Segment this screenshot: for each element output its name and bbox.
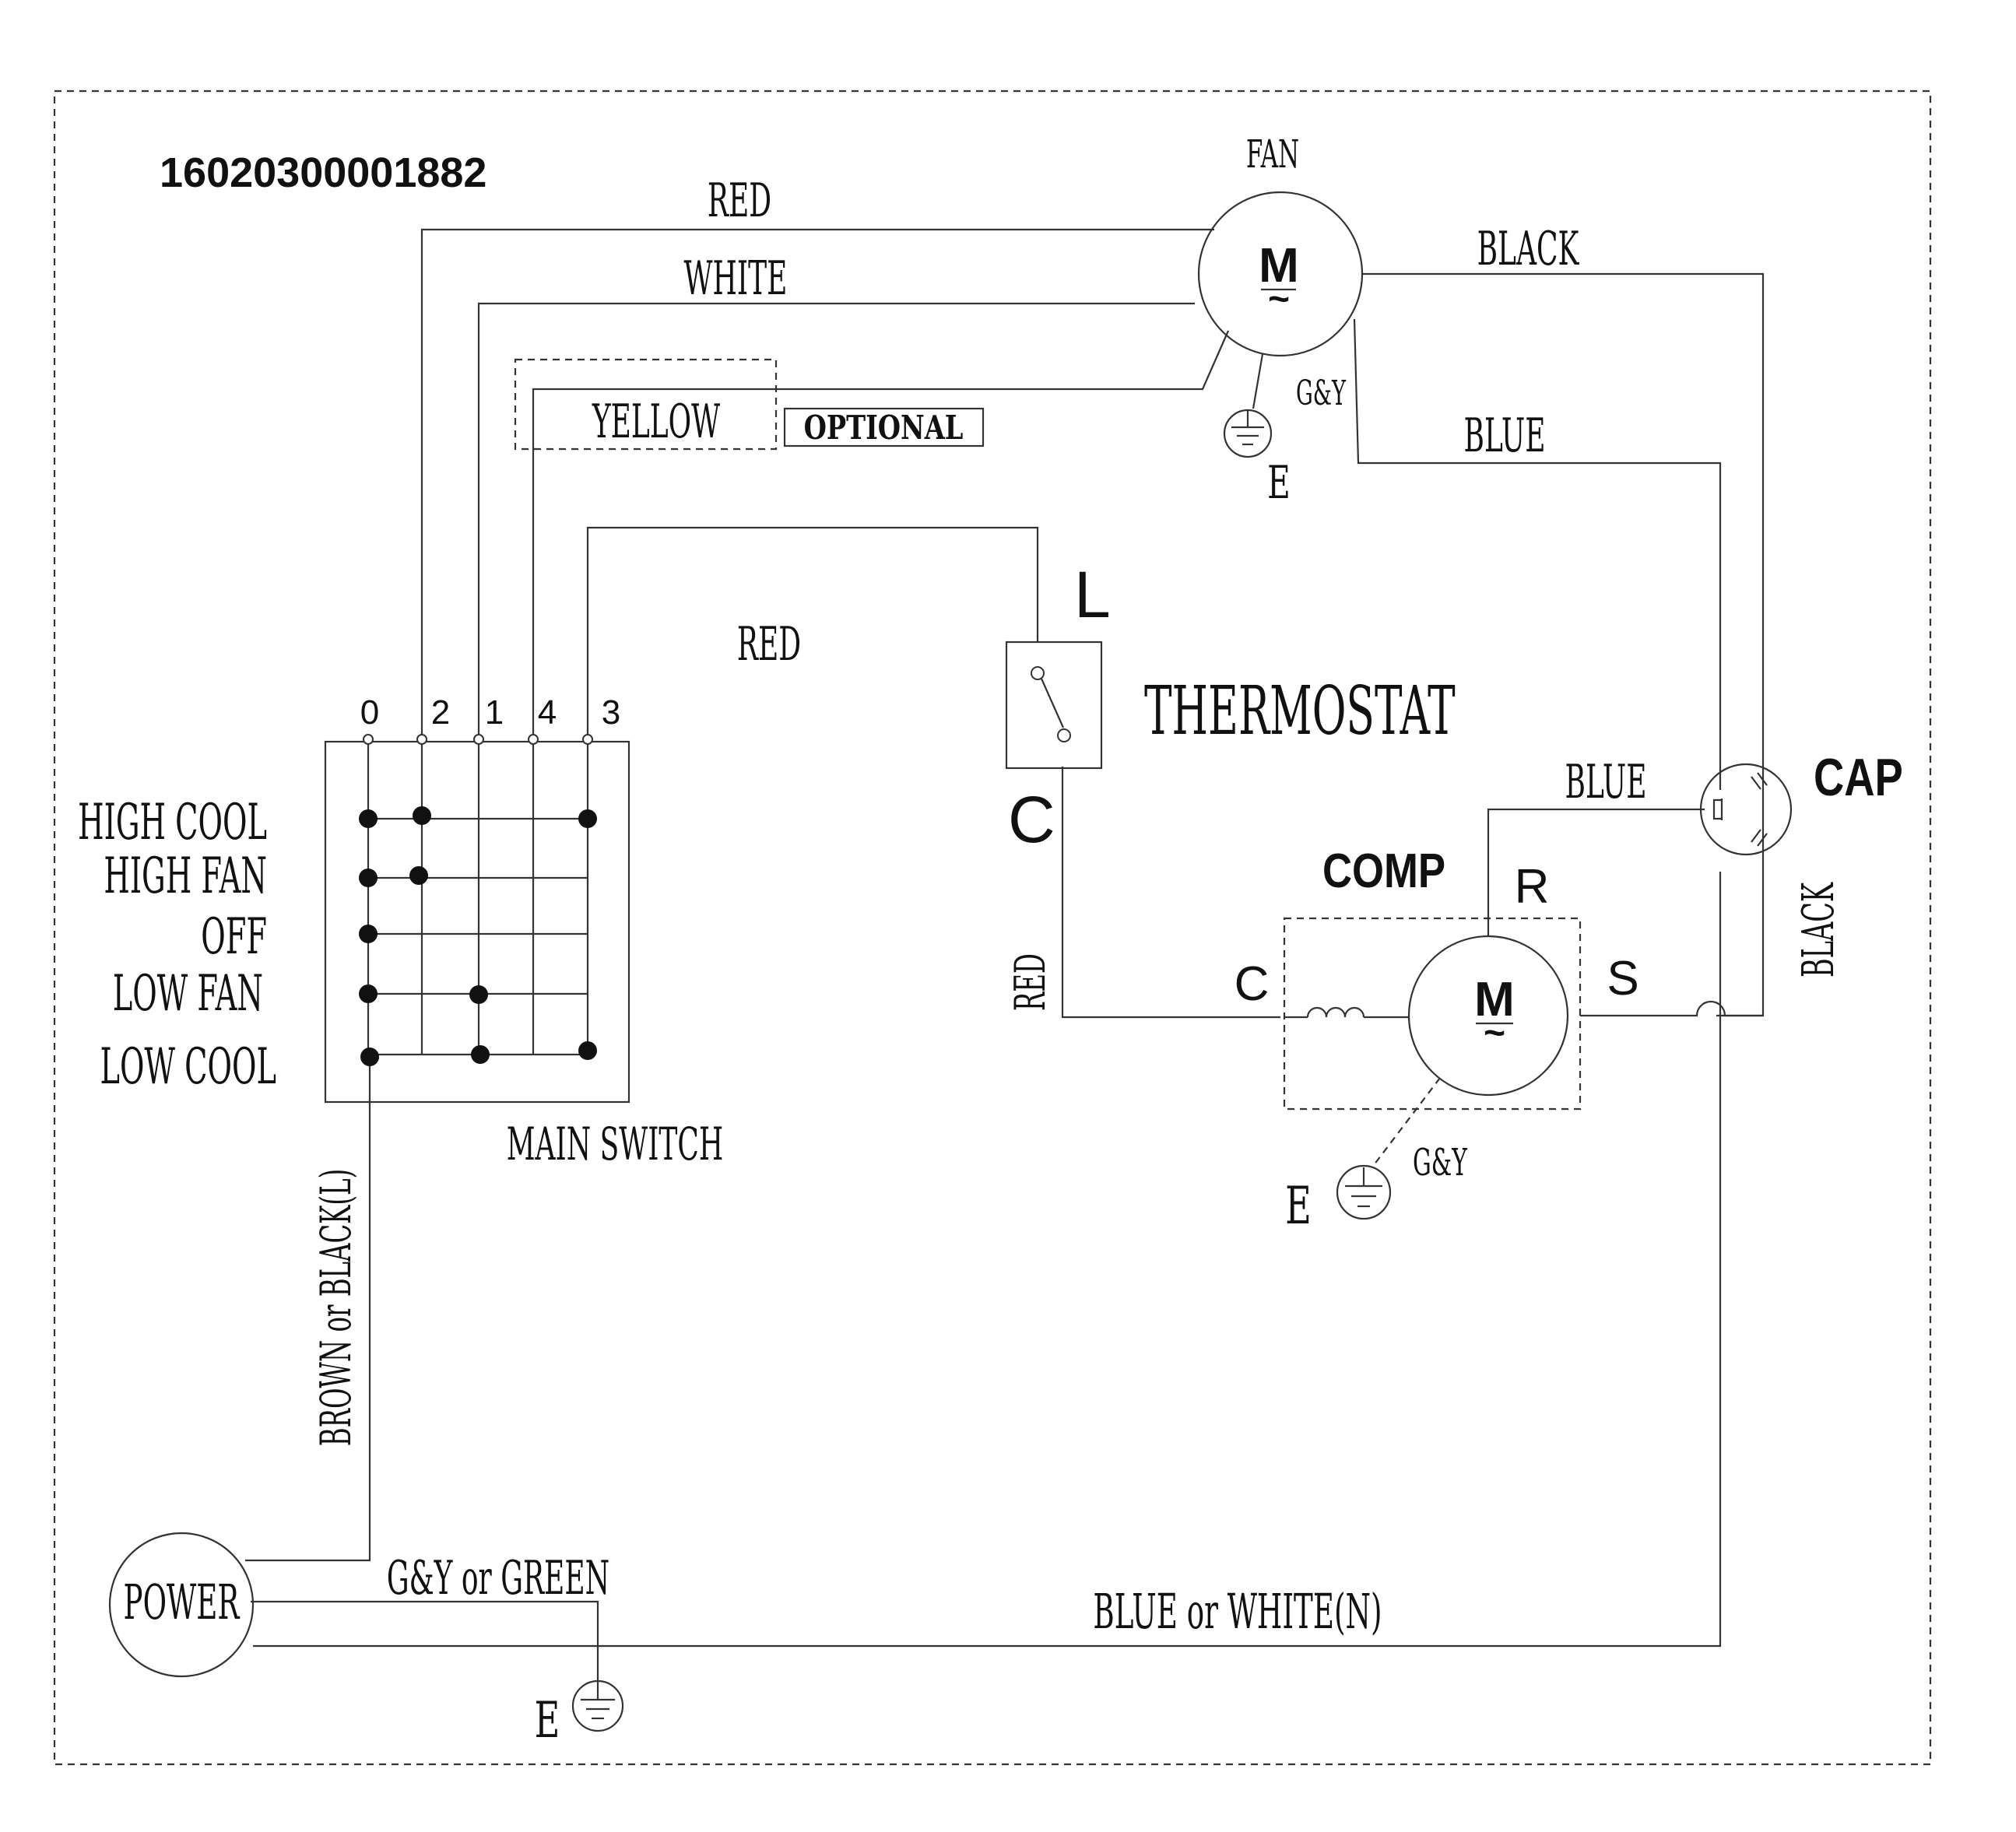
wire-gy-green	[251, 1600, 599, 1681]
fan-title: FAN	[1246, 131, 1299, 177]
thermostat-contact-top	[1031, 666, 1045, 680]
switch-terminal-0	[363, 734, 374, 745]
wire-blue-top-label: BLUE	[1463, 408, 1545, 462]
yellow-optional-box	[514, 358, 778, 451]
compressor-motor-symbol: ~	[1484, 1013, 1505, 1054]
thermostat-contact-bottom	[1057, 728, 1071, 742]
part-number: 16020300001882	[160, 149, 486, 196]
compressor-ground-icon	[1336, 1164, 1392, 1220]
main-switch-title: MAIN SWITCH	[507, 1118, 724, 1170]
switch-terminal-label: 3	[602, 693, 620, 732]
thermostat-switch-blade	[1040, 678, 1065, 728]
wire-yellow-label: YELLOW	[592, 394, 720, 448]
switch-position-off: OFF	[201, 908, 267, 966]
wire-blue-white	[253, 872, 1722, 1648]
fan-ground-label: E	[1267, 457, 1291, 509]
switch-dot	[409, 866, 428, 885]
switch-dot	[359, 984, 378, 1003]
wire-black-right-label: BLACK	[1793, 882, 1843, 977]
power-label: POWER	[124, 1575, 241, 1631]
switch-dot	[578, 1041, 597, 1060]
switch-position-high-cool: HIGH COOL	[78, 794, 267, 851]
compressor-terminal-r: R	[1515, 860, 1550, 914]
thermostat-terminal-c: C	[1008, 783, 1055, 856]
power-source	[108, 1532, 255, 1678]
wire-black-top-label: BLACK	[1477, 221, 1580, 276]
wire-red-top-label: RED	[708, 173, 771, 227]
wire-brown-black-label: BROWN or BLACK(L)	[312, 1169, 360, 1446]
thermostat-terminal-l: L	[1074, 558, 1111, 631]
switch-dot	[469, 985, 488, 1004]
switch-dot	[359, 809, 378, 828]
switch-dot	[359, 869, 378, 887]
switch-dot	[578, 809, 597, 828]
switch-terminal-1	[473, 734, 484, 745]
cap-icon	[1699, 763, 1793, 856]
switch-terminal-2	[416, 734, 427, 745]
cap-label: CAP	[1814, 748, 1903, 807]
wire-red-mid	[586, 526, 1039, 739]
wire-red-top	[420, 228, 1214, 739]
power-ground-icon	[571, 1679, 624, 1732]
fan-ground-lead	[1252, 353, 1264, 409]
compressor-ground-lead	[1373, 1077, 1441, 1166]
wire-blue-cap	[1487, 808, 1705, 935]
compressor-terminal-s: S	[1607, 952, 1638, 1005]
switch-dot	[413, 806, 431, 825]
wire-blue-white-label: BLUE or WHITE(N)	[1093, 1585, 1382, 1641]
optional-tag	[783, 407, 985, 447]
wire-blue-top	[1353, 318, 1722, 790]
switch-dot	[360, 1048, 379, 1066]
compressor-ground-label: E	[1285, 1177, 1312, 1236]
wire-red-vertical-label: RED	[1006, 953, 1055, 1011]
compressor-motor	[1407, 935, 1569, 1097]
wire-s-crossover	[1580, 1000, 1763, 1017]
wire-gy-green-label: G&Y or GREEN	[387, 1550, 609, 1605]
compressor-motor-letter: M	[1474, 973, 1515, 1027]
compressor-ground-wire-label: G&Y	[1413, 1142, 1467, 1184]
wire-red-mid-label: RED	[737, 616, 801, 671]
wire-brown-black	[245, 1058, 371, 1562]
switch-terminal-label: 1	[485, 693, 504, 732]
switch-position-low-cool: LOW COOL	[100, 1038, 276, 1096]
wire-white	[477, 302, 1195, 739]
fan-motor-symbol: ~	[1268, 279, 1290, 320]
switch-dot	[359, 925, 378, 943]
switch-terminal-3	[582, 734, 593, 745]
diagram-frame	[53, 89, 1932, 1766]
wire-yellow	[532, 330, 1230, 739]
fan-ground-icon	[1223, 409, 1273, 458]
thermostat-title: THERMOSTAT	[1144, 672, 1456, 750]
switch-dot	[471, 1045, 490, 1064]
switch-terminal-label: 2	[431, 693, 450, 732]
compressor-overload-icon	[1284, 1006, 1409, 1019]
switch-position-high-fan: HIGH FAN	[104, 848, 267, 905]
optional-label: OPTIONAL	[804, 408, 964, 447]
wire-black-top	[1362, 272, 1765, 1017]
switch-position-low-fan: LOW FAN	[113, 965, 263, 1023]
fan-ground-wire-label: G&Y	[1296, 373, 1347, 413]
switch-terminal-4	[528, 734, 539, 745]
compressor-box	[1283, 917, 1582, 1111]
wire-white-label: WHITE	[684, 251, 788, 305]
wire-blue-cap-label: BLUE	[1565, 754, 1646, 809]
fan-motor-letter: M	[1259, 239, 1299, 293]
thermostat-box	[1005, 640, 1103, 770]
switch-terminal-label: 0	[360, 693, 379, 732]
switch-terminal-label: 4	[538, 693, 557, 732]
compressor-title: COMP	[1322, 844, 1445, 898]
compressor-terminal-c: C	[1235, 957, 1270, 1011]
wire-red-vertical	[1061, 767, 1280, 1019]
fan-motor	[1197, 191, 1364, 357]
power-ground-label: E	[535, 1692, 560, 1750]
